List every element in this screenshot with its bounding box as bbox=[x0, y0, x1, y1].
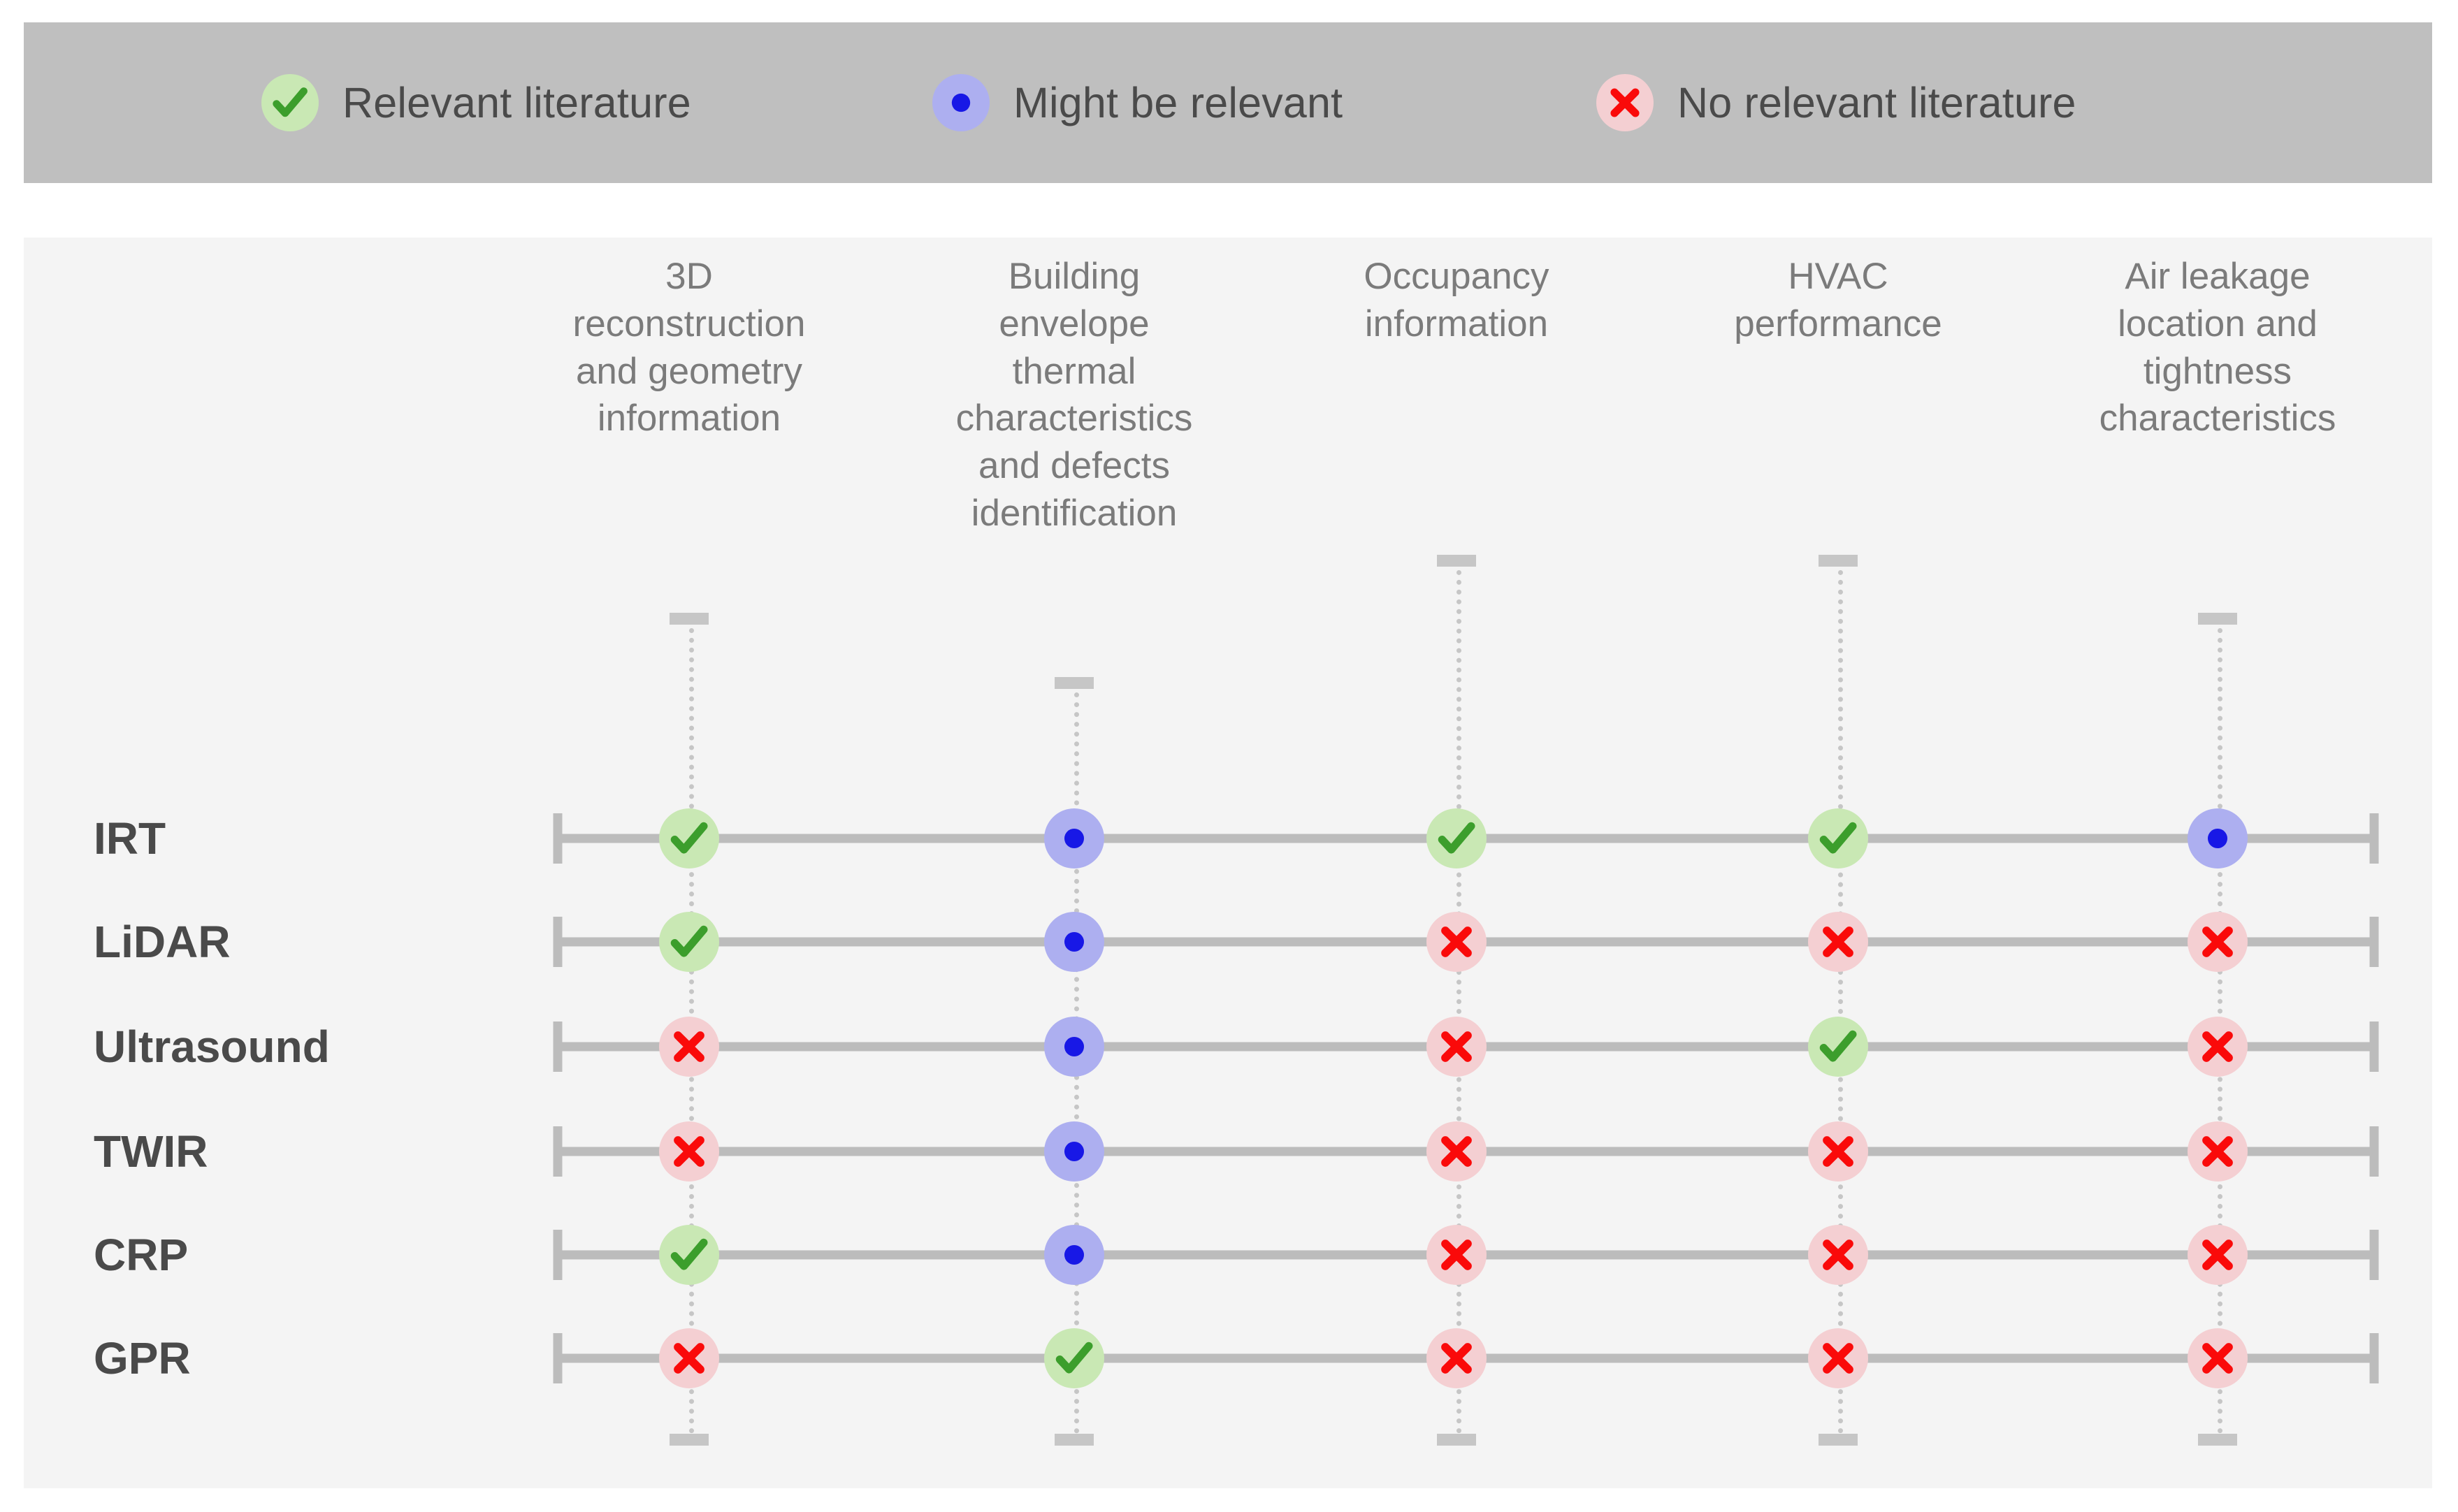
check-icon[interactable] bbox=[659, 808, 719, 868]
column-header: Air leakage location and tightness chara… bbox=[2099, 256, 2336, 439]
cross-icon[interactable] bbox=[1808, 1121, 1868, 1182]
row-endcap-left bbox=[553, 917, 563, 967]
column-connector-line bbox=[1456, 560, 1461, 1434]
column-header: 3D reconstruction and geometry informati… bbox=[572, 256, 806, 439]
row-endcap-left bbox=[553, 1126, 563, 1177]
column-cap-bottom bbox=[1055, 1434, 1094, 1446]
row-label: GPR bbox=[94, 1333, 191, 1383]
column-cap-bottom bbox=[1437, 1434, 1476, 1446]
legend-band: Relevant literature Might be relevant No… bbox=[24, 22, 2432, 183]
check-icon bbox=[261, 74, 319, 131]
legend-label-no-relevant: No relevant literature bbox=[1677, 79, 2076, 126]
column-header: Building envelope thermal characteristic… bbox=[955, 256, 1193, 535]
column-cap-top bbox=[1819, 555, 1858, 567]
cross-icon[interactable] bbox=[1808, 1328, 1868, 1388]
cross-icon[interactable] bbox=[2188, 1017, 2248, 1077]
row-label: Ultrasound bbox=[94, 1022, 330, 1072]
dot-icon bbox=[932, 74, 990, 131]
cross-icon[interactable] bbox=[1426, 912, 1487, 972]
cross-icon[interactable] bbox=[659, 1328, 719, 1388]
cross-icon[interactable] bbox=[1426, 1328, 1487, 1388]
row-label: TWIR bbox=[94, 1126, 208, 1177]
cross-icon bbox=[1596, 74, 1654, 131]
cross-icon[interactable] bbox=[659, 1017, 719, 1077]
row-endcap-left bbox=[553, 813, 563, 864]
cross-icon[interactable] bbox=[1426, 1017, 1487, 1077]
check-icon[interactable] bbox=[659, 1225, 719, 1285]
legend-item-no-relevant: No relevant literature bbox=[1596, 74, 2076, 131]
cross-icon[interactable] bbox=[1426, 1121, 1487, 1182]
cross-icon[interactable] bbox=[2188, 1225, 2248, 1285]
column-cap-bottom bbox=[2198, 1434, 2237, 1446]
legend-item-might-be-relevant: Might be relevant bbox=[932, 74, 1343, 131]
matrix-panel: 3D reconstruction and geometry informati… bbox=[24, 238, 2432, 1488]
dot-icon[interactable] bbox=[1044, 808, 1104, 868]
row-endcap-right bbox=[2369, 1126, 2379, 1177]
row-label: IRT bbox=[94, 813, 166, 864]
dot-icon[interactable] bbox=[1044, 1017, 1104, 1077]
cross-icon[interactable] bbox=[659, 1121, 719, 1182]
check-icon[interactable] bbox=[659, 912, 719, 972]
column-cap-top bbox=[670, 613, 709, 625]
dot-icon[interactable] bbox=[1044, 1225, 1104, 1285]
row-endcap-right bbox=[2369, 1230, 2379, 1280]
column-cap-bottom bbox=[670, 1434, 709, 1446]
row-label: LiDAR bbox=[94, 917, 231, 967]
column-connector-line bbox=[1838, 560, 1843, 1434]
legend-item-relevant: Relevant literature bbox=[261, 74, 691, 131]
check-icon[interactable] bbox=[1808, 808, 1868, 868]
cross-icon[interactable] bbox=[2188, 1328, 2248, 1388]
dot-icon[interactable] bbox=[1044, 1121, 1104, 1182]
row-endcap-right bbox=[2369, 1022, 2379, 1072]
row-endcap-right bbox=[2369, 1333, 2379, 1383]
dot-icon[interactable] bbox=[2188, 808, 2248, 868]
column-cap-bottom bbox=[1819, 1434, 1858, 1446]
row-endcap-right bbox=[2369, 917, 2379, 967]
dot-icon[interactable] bbox=[1044, 912, 1104, 972]
cross-icon[interactable] bbox=[1808, 912, 1868, 972]
check-icon[interactable] bbox=[1808, 1017, 1868, 1077]
column-cap-top bbox=[2198, 613, 2237, 625]
column-header: Occupancy information bbox=[1364, 256, 1549, 344]
legend-label-relevant: Relevant literature bbox=[342, 79, 691, 126]
column-cap-top bbox=[1055, 677, 1094, 689]
cross-icon[interactable] bbox=[2188, 912, 2248, 972]
row-endcap-left bbox=[553, 1022, 563, 1072]
column-header: HVAC performance bbox=[1734, 256, 1942, 344]
check-icon[interactable] bbox=[1044, 1328, 1104, 1388]
column-cap-top bbox=[1437, 555, 1476, 567]
row-endcap-right bbox=[2369, 813, 2379, 864]
cross-icon[interactable] bbox=[2188, 1121, 2248, 1182]
row-endcap-left bbox=[553, 1230, 563, 1280]
legend-label-might-be-relevant: Might be relevant bbox=[1013, 79, 1343, 126]
row-label: CRP bbox=[94, 1230, 189, 1280]
row-endcap-left bbox=[553, 1333, 563, 1383]
cross-icon[interactable] bbox=[1808, 1225, 1868, 1285]
check-icon[interactable] bbox=[1426, 808, 1487, 868]
cross-icon[interactable] bbox=[1426, 1225, 1487, 1285]
